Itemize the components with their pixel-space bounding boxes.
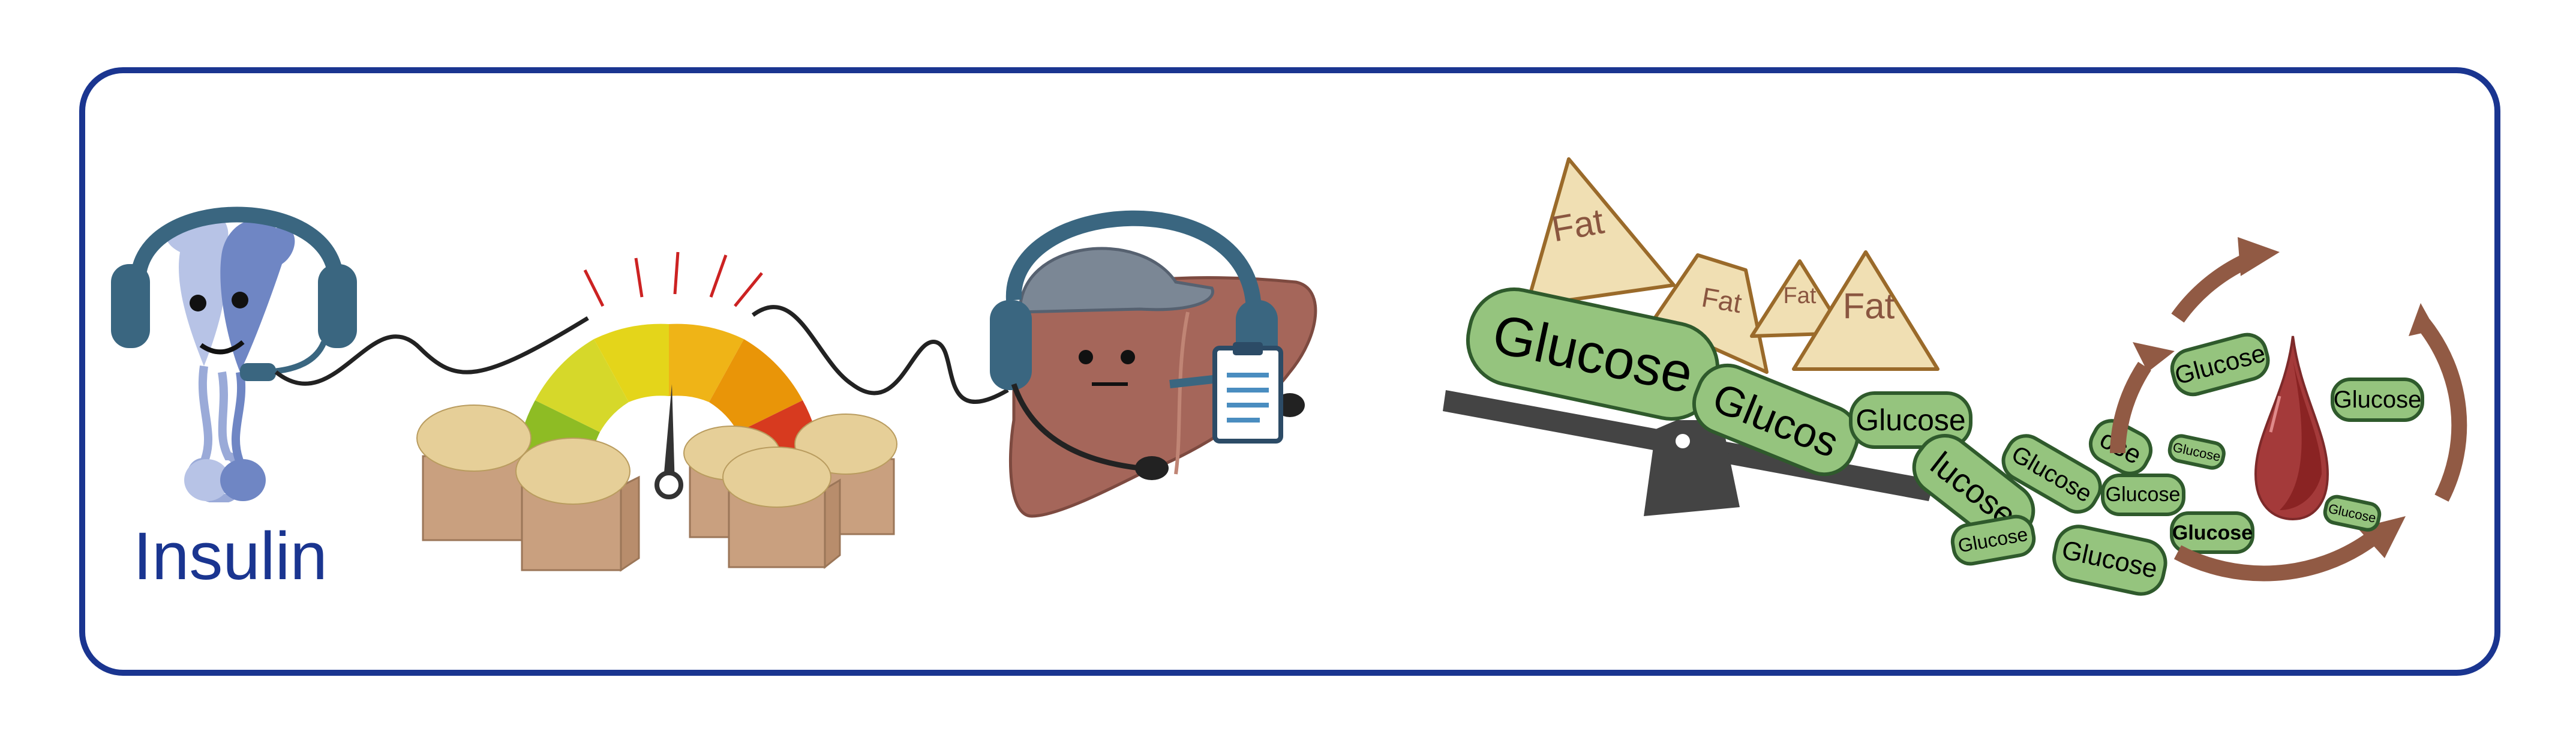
cap-icon — [1018, 247, 1214, 314]
fat-triangle: Fat — [1792, 250, 1939, 371]
fat-cell-boxes — [416, 405, 897, 572]
cable — [274, 316, 589, 386]
blood-drop-icon — [2254, 335, 2329, 521]
fat-triangle: Fat — [1651, 253, 1769, 374]
glucose-pill: Glucose — [1466, 287, 1720, 421]
eye-icon — [232, 292, 248, 308]
headset-icon — [111, 206, 357, 381]
glucose-pill: Glucose — [2170, 511, 2254, 554]
fat-box — [515, 438, 640, 572]
fulcrum — [1644, 420, 1740, 516]
fat-triangle: Fat — [1750, 259, 1847, 338]
glucose-pill: Glucose — [2167, 434, 2226, 470]
liver — [990, 210, 1317, 518]
svg-text:Glucose: Glucose — [1856, 403, 1965, 437]
eye-icon — [190, 295, 206, 311]
svg-text:Glucose: Glucose — [2172, 522, 2253, 544]
glucose-pill: Glucose — [2331, 378, 2424, 422]
svg-text:Glucose: Glucose — [2334, 387, 2422, 413]
glucose-pill: Glucose — [2052, 525, 2167, 596]
insulin-molecule — [165, 213, 295, 502]
eye-icon — [1121, 350, 1135, 364]
eye-icon — [1079, 350, 1093, 364]
glucose-pill: Glucose — [1849, 391, 1972, 449]
fat-box — [722, 447, 841, 570]
svg-text:Glucose: Glucose — [2106, 483, 2181, 506]
fat-triangle: Fat — [1525, 157, 1676, 308]
glucose-pill: Glucose — [2323, 495, 2382, 532]
svg-text:Fat: Fat — [1843, 286, 1895, 326]
gauge-needle — [663, 384, 675, 486]
svg-text:Fat: Fat — [1784, 283, 1817, 308]
svg-text:Fat: Fat — [1548, 200, 1607, 249]
svg-text:Fat: Fat — [1700, 281, 1745, 319]
cable — [751, 305, 1009, 404]
glucose-pill: Glucose — [2101, 474, 2185, 516]
glucose-pill: Glucose — [1950, 514, 2036, 566]
clipboard-icon — [1212, 342, 1283, 444]
insulin-label: Insulin — [133, 519, 328, 594]
